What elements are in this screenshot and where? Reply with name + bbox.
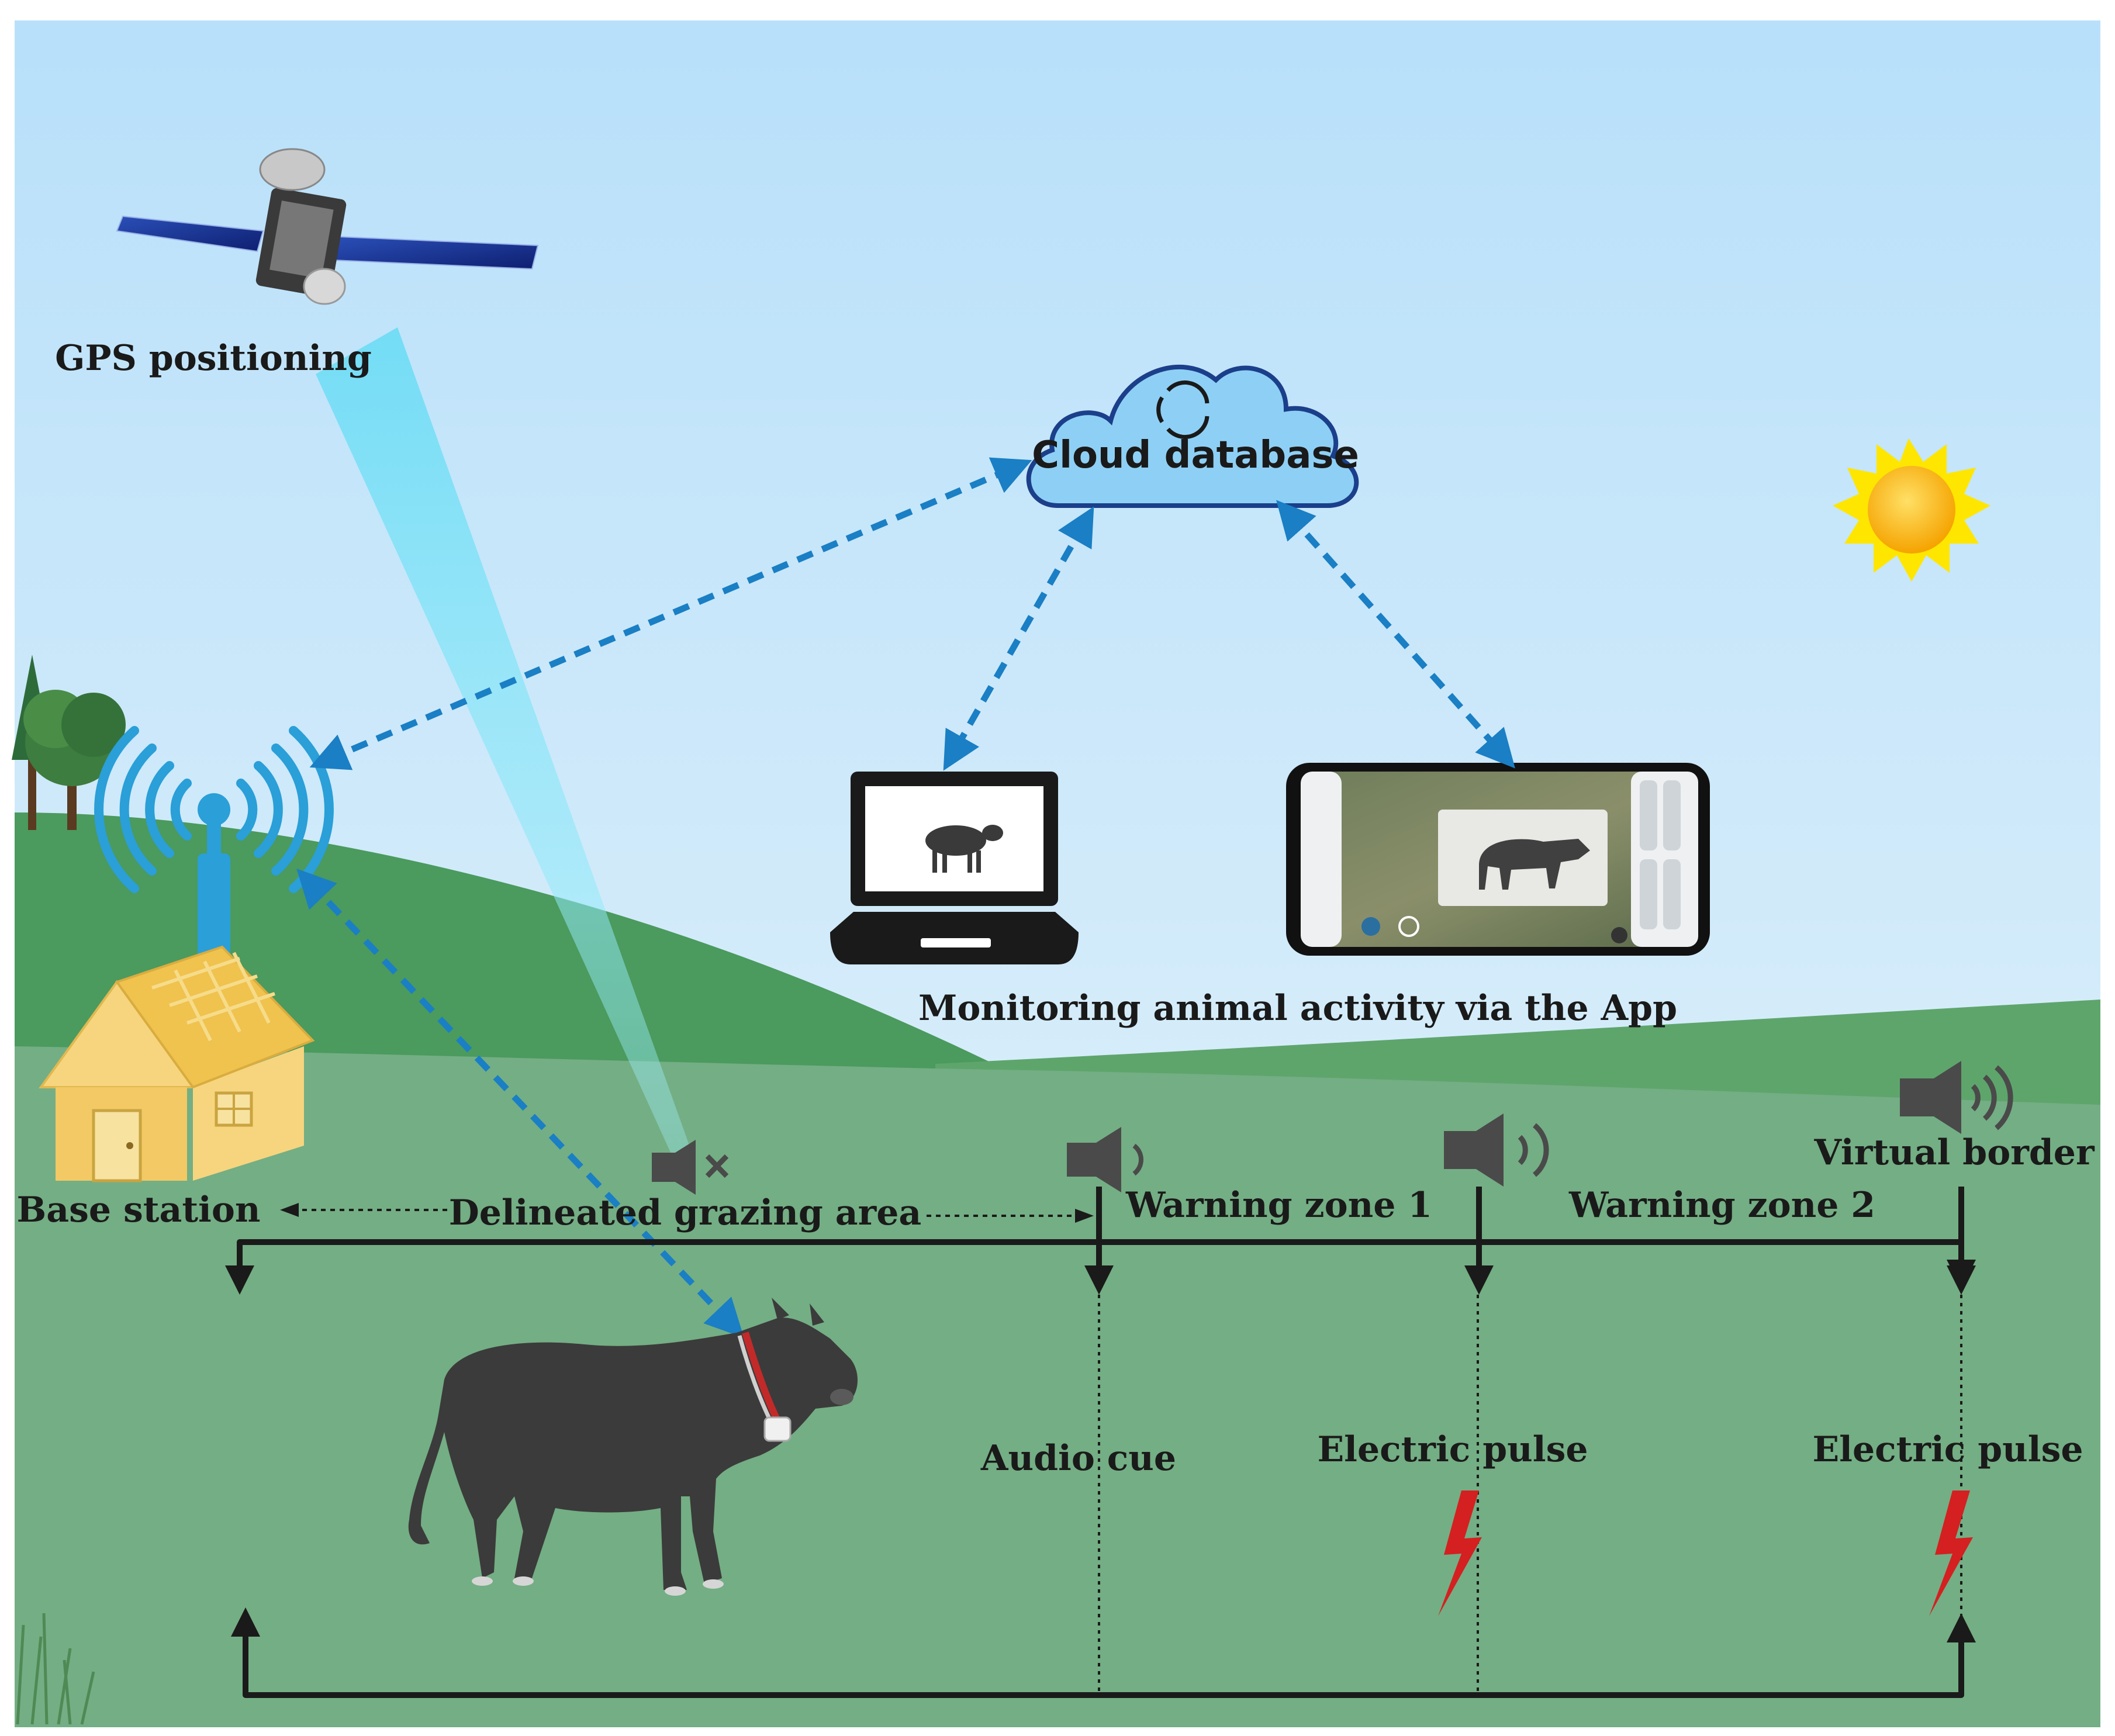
speaker-icon	[1444, 1113, 1549, 1187]
cow-icon	[925, 825, 1003, 873]
link-tower-cloud	[309, 457, 1032, 770]
grazing-extent-arrows	[280, 1203, 1094, 1223]
base-station-label: Base station	[17, 1189, 261, 1230]
cow-icon	[408, 1298, 858, 1596]
cloud-database: Cloud database	[1026, 364, 1359, 508]
link-cloud-laptop	[943, 506, 1094, 771]
electric-pulse-1-label: Electric pulse	[1317, 1429, 1588, 1470]
collar	[737, 1332, 792, 1442]
zone-dotted-lines	[1098, 1295, 1962, 1695]
data-links	[296, 457, 1515, 1338]
cloud-label: Cloud database	[1032, 434, 1359, 477]
lightning-icon	[1438, 1491, 1482, 1616]
cloud-sync-icon	[1156, 381, 1209, 439]
monitoring-label: Monitoring animal activity via the App	[918, 988, 1677, 1029]
warning-zone-1-label: Warning zone 1	[1125, 1185, 1432, 1226]
link-tower-collar	[296, 869, 744, 1338]
virtual-border-label: Virtual border	[1813, 1132, 2095, 1173]
speaker-icon	[1900, 1061, 2013, 1134]
lightning-icon	[1929, 1491, 1973, 1616]
gps-label: GPS positioning	[55, 338, 372, 379]
phone-icon	[1286, 763, 1710, 956]
audio-cue-label: Audio cue	[980, 1438, 1176, 1479]
tree-icon	[12, 655, 126, 830]
speaker-icon	[1067, 1127, 1143, 1192]
bottom-return-line	[231, 1607, 1976, 1698]
satellite-icon	[116, 148, 539, 305]
laptop-icon	[830, 772, 1079, 964]
sun-icon	[1833, 438, 1990, 582]
warning-zone-2-label: Warning zone 2	[1568, 1185, 1875, 1226]
pasture-field	[15, 1046, 2100, 1727]
electric-pulse-2-label: Electric pulse	[1812, 1429, 2083, 1470]
speaker-muted-icon	[652, 1140, 729, 1195]
grass-tuft	[16, 1613, 95, 1725]
zone-frame	[225, 1187, 1976, 1698]
grazing-area-label: Delineated grazing area	[449, 1192, 922, 1233]
